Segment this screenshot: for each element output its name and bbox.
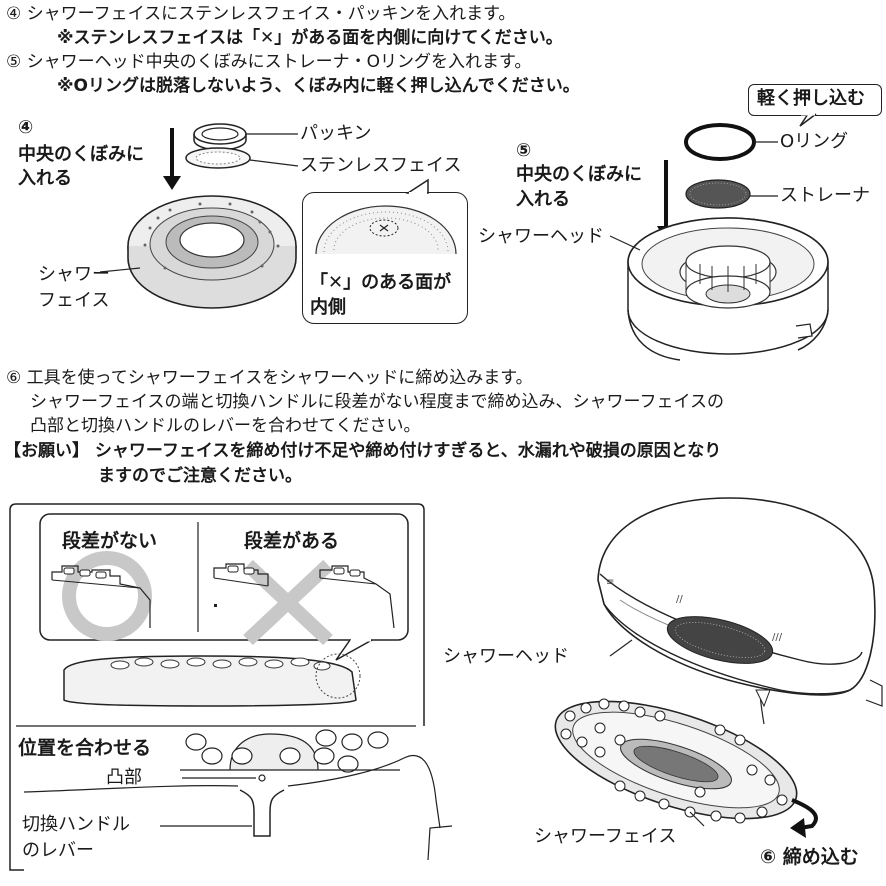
step5-text: シャワーヘッド中央のくぼみにストレーナ・Oリングを入れます。 <box>26 52 532 72</box>
step6-line3: 凸部と切換ハンドルのレバーを合わせてください。 <box>30 416 421 436</box>
tighten-label: ⑥ 締め込む <box>760 846 859 868</box>
step5-note: ※Oリングは脱落しないよう、くぼみ内に軽く押し込んでください。 <box>57 76 580 96</box>
callout-text-line1: 「✕」のある面が <box>310 272 452 293</box>
step6-line: ⑥ 工具を使ってシャワーフェイスをシャワーヘッドに締め込みます。 <box>6 367 533 389</box>
fig5-instruction-line1: 中央のくぼみに <box>516 164 642 185</box>
label-shower-face-line2: フェイス <box>38 290 110 311</box>
step4-note: ※ステンレスフェイスは「✕」がある面を内側に向けてください。 <box>57 28 563 48</box>
align-label: 位置を合わせる <box>18 737 152 759</box>
step6-text: 工具を使ってシャワーフェイスをシャワーヘッドに締め込みます。 <box>26 368 533 388</box>
step4-line: ④ シャワーフェイスにステンレスフェイス・パッキンを入れます。 <box>6 3 515 25</box>
request-line2: ますのでご注意ください。 <box>98 466 302 486</box>
step5-number: ⑤ <box>6 52 22 72</box>
svg-text:///: /// <box>772 632 783 643</box>
ok-label: 段差がない <box>62 530 158 552</box>
label-boss: 凸部 <box>106 767 142 788</box>
fig5-instruction-line2: 入れる <box>516 189 570 210</box>
ng-label: 段差がある <box>244 530 340 552</box>
request-line1: 【お願い】 シャワーフェイスを締め付け不足や締め付けすぎると、水漏れや破損の原因… <box>4 440 721 462</box>
label-lever-line2: のレバー <box>22 840 94 861</box>
label-stainless-face: ステンレスフェイス <box>300 155 462 176</box>
fig4-instruction-line1: 中央のくぼみに <box>18 144 144 165</box>
svg-text://: // <box>676 594 683 605</box>
fig4-instruction-line2: 入れる <box>18 168 72 189</box>
label-shower-head: シャワーヘッド <box>478 226 604 247</box>
step6-line2: シャワーフェイスの端と切換ハンドルに段差がない程度まで締め込み、シャワーフェイス… <box>30 392 724 412</box>
label-o-ring: Oリング <box>780 131 849 152</box>
label-shower-face-2: シャワーフェイス <box>534 826 677 847</box>
step6-number: ⑥ <box>6 368 22 388</box>
svg-text:≡: ≡ <box>606 577 614 588</box>
press-lightly-label: 軽く押し込む <box>757 88 865 109</box>
request-text: シャワーフェイスを締め付け不足や締め付けすぎると、水漏れや破損の原因となり <box>94 441 722 461</box>
label-lever-line1: 切換ハンドル <box>22 814 130 835</box>
label-packing: パッキン <box>300 123 372 144</box>
press-lightly-tag <box>748 84 882 116</box>
label-shower-head-2: シャワーヘッド <box>443 646 569 667</box>
step5-line: ⑤ シャワーヘッド中央のくぼみにストレーナ・Oリングを入れます。 <box>6 51 531 73</box>
step4-number: ④ <box>6 4 22 24</box>
step4-text: シャワーフェイスにステンレスフェイス・パッキンを入れます。 <box>26 4 516 24</box>
label-shower-face-line1: シャワー <box>38 264 110 285</box>
label-strainer: ストレーナ <box>780 185 870 206</box>
fig4-number: ④ <box>18 117 34 138</box>
fig5-number: ⑤ <box>516 140 532 161</box>
callout-text-line2: 内側 <box>310 297 346 318</box>
request-tag: 【お願い】 <box>4 441 89 461</box>
